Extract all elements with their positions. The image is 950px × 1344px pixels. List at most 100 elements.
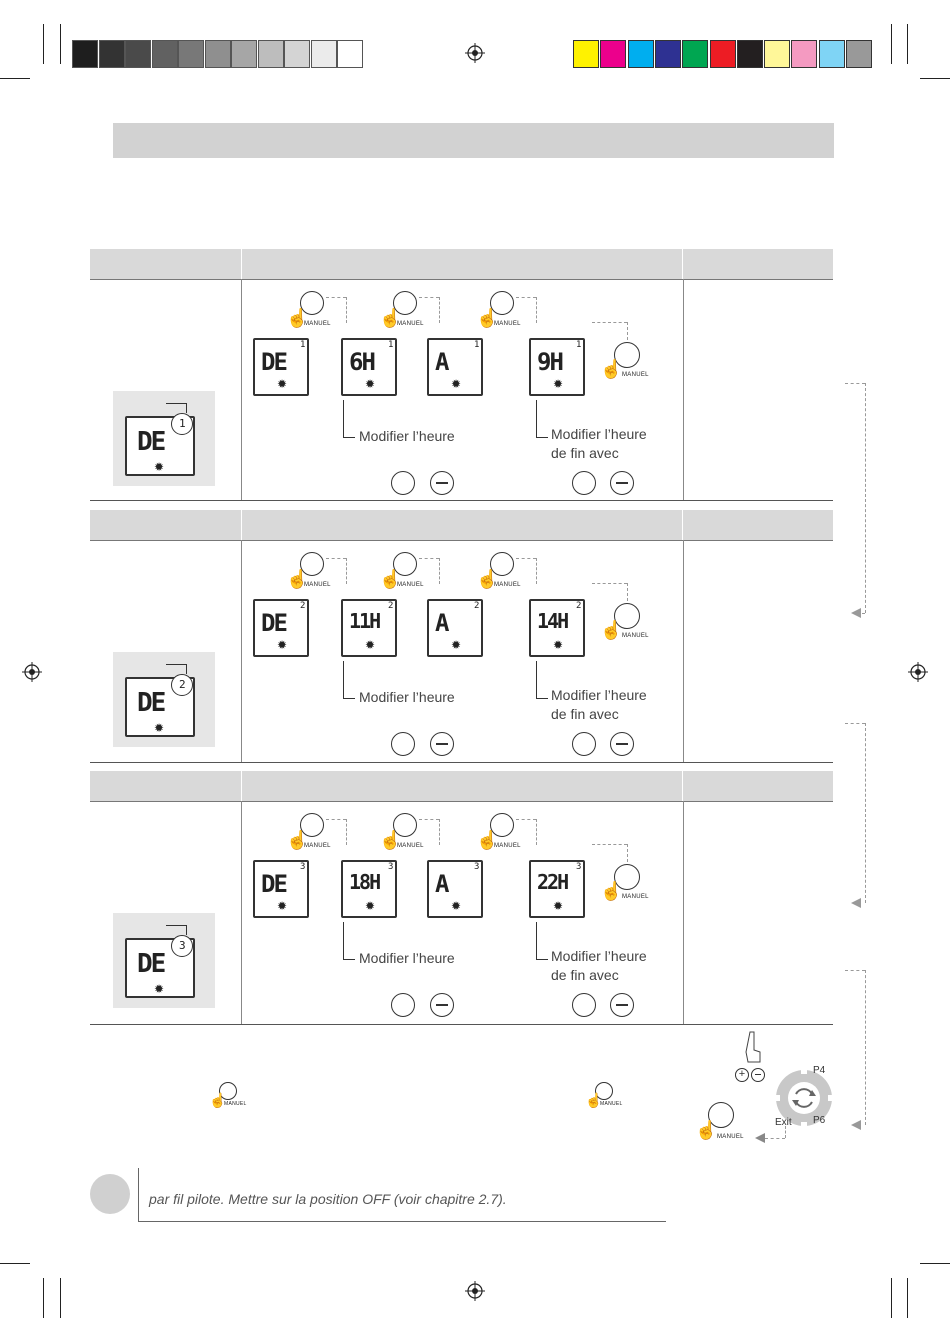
sun-icon: ✹ [365, 377, 376, 391]
minus-button[interactable] [430, 993, 454, 1017]
label-modify-end: Modifier l’heure [551, 687, 647, 703]
grey-swatch [178, 40, 204, 68]
callout-line [343, 437, 355, 438]
callout-line [343, 698, 355, 699]
grey-swatch [337, 40, 363, 68]
step-lcd-text: 11H [349, 609, 381, 633]
hand-icon: ☝ [600, 620, 623, 640]
manuel-button[interactable] [393, 552, 417, 576]
flow-line [516, 297, 536, 298]
plus-button[interactable] [572, 732, 596, 756]
flow-line [592, 583, 627, 584]
label-modify-end-sub: de fin avec [551, 967, 619, 983]
manuel-button[interactable] [300, 291, 324, 315]
manuel-button-label: MANUEL [622, 894, 649, 900]
flow-line [326, 297, 346, 298]
crop-mark [920, 1263, 950, 1264]
sun-icon: ✹ [553, 899, 564, 913]
minus-button[interactable] [430, 732, 454, 756]
minus-button[interactable] [430, 471, 454, 495]
sun-icon: ✹ [277, 638, 288, 652]
manuel-button-label: MANUEL [224, 1101, 247, 1107]
callout-line [343, 400, 344, 437]
manuel-button[interactable] [300, 813, 324, 837]
manuel-button-label: MANUEL [397, 321, 424, 327]
flow-line [346, 819, 347, 845]
dial-label-p6: P6 [813, 1115, 826, 1126]
manuel-button[interactable] [300, 552, 324, 576]
minus-button[interactable] [610, 732, 634, 756]
step-lcd-index: 2 [300, 601, 306, 611]
step-lcd-text: DE [261, 348, 288, 376]
flow-line [845, 723, 865, 724]
flow-line [326, 819, 346, 820]
hand-icon: ☝ [286, 569, 309, 589]
flow-line [785, 1126, 786, 1138]
step-lcd-screen [529, 338, 585, 396]
minus-button[interactable] [610, 993, 634, 1017]
flow-line [439, 297, 440, 323]
manuel-button-label: MANUEL [397, 582, 424, 588]
row-bottom-border [90, 762, 833, 763]
arrow-left-icon [755, 1133, 765, 1143]
callout-line [186, 403, 187, 413]
manuel-button[interactable] [219, 1082, 237, 1100]
step-lcd-index: 1 [300, 340, 306, 350]
manuel-button[interactable] [614, 603, 640, 629]
manuel-button[interactable] [708, 1102, 734, 1128]
manuel-button-label: MANUEL [494, 843, 521, 849]
manuel-button[interactable] [614, 864, 640, 890]
minus-button[interactable] [751, 1068, 765, 1082]
sidebar-lcd-text: DE [137, 688, 166, 718]
manuel-button[interactable] [614, 342, 640, 368]
arrow-left-icon [851, 898, 861, 908]
callout-line [536, 437, 548, 438]
program-dial-icon[interactable] [772, 1066, 836, 1130]
callout-line [343, 661, 344, 698]
sun-icon: ✹ [154, 982, 165, 996]
flow-line [627, 844, 628, 862]
section-title-bar [113, 123, 834, 158]
crop-mark [891, 1278, 892, 1318]
minus-icon [436, 743, 448, 745]
minus-button[interactable] [610, 471, 634, 495]
callout-line [536, 922, 537, 959]
color-swatch [709, 40, 736, 68]
plus-button[interactable] [572, 993, 596, 1017]
manuel-button[interactable] [490, 813, 514, 837]
band-separator [682, 771, 683, 801]
label-modify-end: Modifier l’heure [551, 426, 647, 442]
flow-line [419, 819, 439, 820]
manuel-button[interactable] [393, 813, 417, 837]
plus-button[interactable] [572, 471, 596, 495]
step-lcd-index: 2 [474, 601, 480, 611]
manuel-button[interactable] [393, 291, 417, 315]
manuel-button-label: MANUEL [304, 321, 331, 327]
hand-icon: ☝ [379, 830, 402, 850]
registration-mark-icon [465, 43, 485, 63]
color-swatch [818, 40, 845, 68]
band-separator [682, 510, 683, 540]
step-lcd-text: 14H [537, 609, 569, 633]
sun-icon: ✹ [154, 460, 165, 474]
sidebar-lcd-text: DE [137, 949, 166, 979]
program-index: 2 [179, 678, 186, 691]
grey-swatch [284, 40, 310, 68]
callout-line [536, 698, 548, 699]
color-swatch [573, 40, 599, 68]
manuel-button[interactable] [490, 552, 514, 576]
step-lcd-text: A [435, 348, 450, 376]
sun-icon: ✹ [553, 377, 564, 391]
plus-button[interactable]: + [735, 1068, 749, 1082]
flow-line [419, 297, 439, 298]
manuel-button[interactable] [490, 291, 514, 315]
step-lcd-screen [341, 599, 397, 657]
flow-line [516, 819, 536, 820]
plus-button[interactable] [391, 471, 415, 495]
manuel-button[interactable] [595, 1082, 613, 1100]
manuel-button-label: MANUEL [622, 372, 649, 378]
hand-icon: ☝ [476, 308, 499, 328]
plus-button[interactable] [391, 732, 415, 756]
plus-button[interactable] [391, 993, 415, 1017]
arrow-left-icon [851, 608, 861, 618]
